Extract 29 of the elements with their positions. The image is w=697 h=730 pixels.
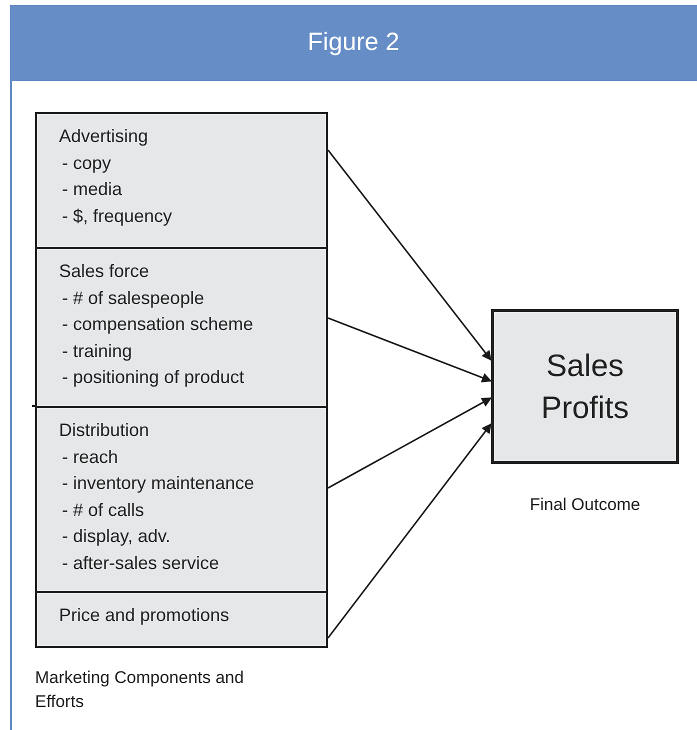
list-item: - reach xyxy=(62,446,118,468)
list-item: - inventory maintenance xyxy=(62,472,254,495)
list-item: - after-sales service xyxy=(62,552,220,574)
section-heading: Distribution xyxy=(59,419,150,442)
figure-title: Figure 2 xyxy=(308,27,400,58)
group-caption: Marketing Components and Efforts xyxy=(35,667,245,713)
component-box xyxy=(35,591,328,648)
component-box xyxy=(35,112,328,249)
list-item: - media xyxy=(62,178,122,201)
arrow xyxy=(327,150,492,361)
outcome-box xyxy=(491,309,679,464)
list-item: - positioning of product xyxy=(62,366,244,389)
list-item: - copy xyxy=(62,152,112,175)
list-item: - compensation scheme xyxy=(62,313,254,336)
section-heading: Advertising xyxy=(59,125,148,148)
box-caption: Final Outcome xyxy=(528,494,642,516)
list-item: - training xyxy=(62,340,132,363)
arrow xyxy=(328,317,492,382)
component-box xyxy=(35,247,328,408)
section-heading: Sales force xyxy=(59,260,150,283)
component-box xyxy=(35,406,328,593)
arrow xyxy=(327,423,492,638)
list-item: - $, frequency xyxy=(62,204,172,228)
arrow xyxy=(328,397,492,489)
outcome-text: Sales Profits xyxy=(540,346,630,426)
list-item: - # of salespeople xyxy=(62,286,204,310)
list-item: - display, adv. xyxy=(62,525,170,548)
section-heading: Price and promotions xyxy=(59,604,230,627)
list-item: - # of calls xyxy=(62,498,144,522)
